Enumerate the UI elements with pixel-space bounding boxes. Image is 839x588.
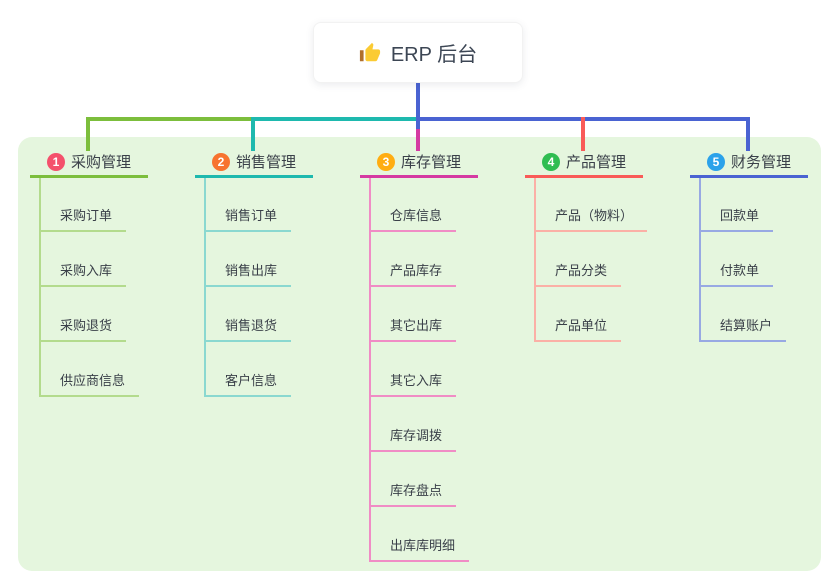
child-node[interactable]: 付款单 [699,262,774,287]
branch-drop-line [581,117,585,151]
branch-column: 2 销售管理 销售订单销售出库销售退货客户信息 [195,0,313,588]
child-node[interactable]: 销售订单 [204,207,292,232]
child-node[interactable]: 仓库信息 [369,207,457,232]
branches-panel [18,137,821,571]
branch-spine-line [39,178,41,397]
horizontal-connector [251,117,418,121]
branch-drop-line [86,117,90,151]
branch-label: 产品管理 [565,154,626,171]
branch-index-badge: 1 [46,152,65,171]
child-node[interactable]: 客户信息 [204,372,292,397]
child-node[interactable]: 采购入库 [39,262,127,287]
branch-title-node[interactable]: 1 采购管理 [30,148,148,178]
child-node[interactable]: 销售退货 [204,317,292,342]
branch-label: 财务管理 [730,154,791,171]
child-node[interactable]: 其它入库 [369,372,457,397]
child-node[interactable]: 产品分类 [534,262,622,287]
branch-label: 销售管理 [235,154,296,171]
branch-column: 3 库存管理 仓库信息产品库存其它出库其它入库库存调拨库存盘点出库库明细 [360,0,478,588]
branch-drop-line [746,117,750,151]
branch-index-badge: 5 [706,152,725,171]
branch-title-node[interactable]: 4 产品管理 [525,148,643,178]
branch-title-node[interactable]: 5 财务管理 [690,148,808,178]
branch-index-badge: 2 [211,152,230,171]
branch-column: 1 采购管理 采购订单采购入库采购退货供应商信息 [30,0,148,588]
child-node[interactable]: 出库库明细 [369,537,470,562]
child-node[interactable]: 产品（物料） [534,207,648,232]
branch-spine-line [204,178,206,397]
child-node[interactable]: 回款单 [699,207,774,232]
child-node[interactable]: 采购订单 [39,207,127,232]
branch-column: 4 产品管理 产品（物料） 产品分类产品单位 [525,0,648,588]
branch-spine-line [534,178,536,342]
child-node[interactable]: 其它出库 [369,317,457,342]
child-node[interactable]: 库存盘点 [369,482,457,507]
branch-spine-line [699,178,701,342]
branch-index-badge: 4 [541,152,560,171]
root-node[interactable]: ERP 后台 [313,22,523,83]
branch-label: 库存管理 [400,154,461,171]
branch-index-badge: 3 [376,152,395,171]
child-node[interactable]: 产品库存 [369,262,457,287]
child-node[interactable]: 销售出库 [204,262,292,287]
branch-spine-line [369,178,371,562]
trunk-line [416,83,420,129]
thumbs-up-icon [359,42,380,61]
child-node[interactable]: 供应商信息 [39,372,140,397]
branch-title-node[interactable]: 2 销售管理 [195,148,313,178]
branch-label: 采购管理 [70,154,131,171]
branch-drop-line [251,117,255,151]
root-label: ERP 后台 [390,44,478,66]
horizontal-connector [86,117,253,121]
branch-title-node[interactable]: 3 库存管理 [360,148,478,178]
branch-column: 5 财务管理 回款单付款单结算账户 [690,0,808,588]
child-node[interactable]: 采购退货 [39,317,127,342]
child-node[interactable]: 结算账户 [699,317,787,342]
branch-drop-line [416,129,420,151]
child-node[interactable]: 产品单位 [534,317,622,342]
child-node[interactable]: 库存调拨 [369,427,457,452]
